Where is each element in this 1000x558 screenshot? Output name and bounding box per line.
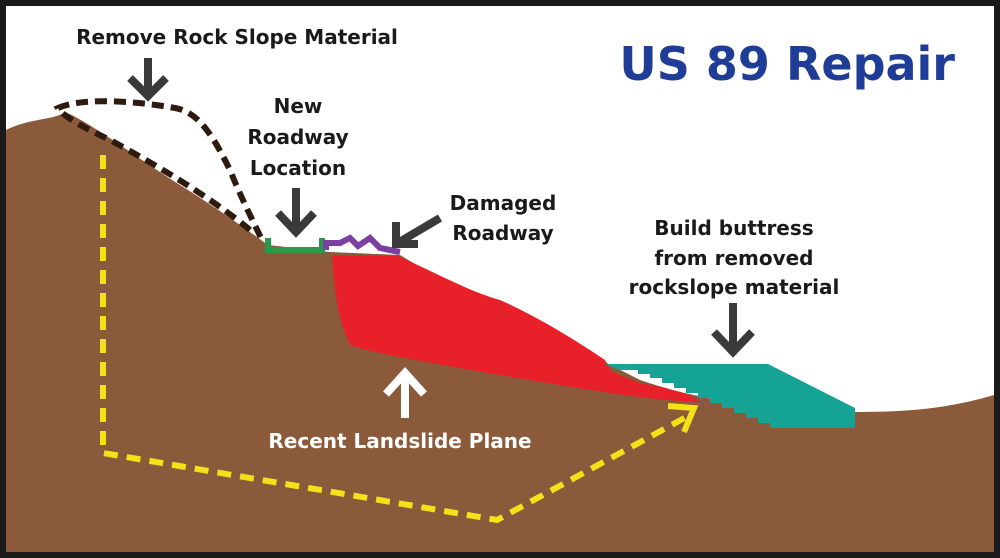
- cross-section-diagram: US 89 Repair Remove Rock Slope Material …: [6, 25, 994, 552]
- arrow-landslide-plane: [383, 367, 427, 418]
- arrow-damaged-roadway: [392, 214, 443, 248]
- label-buttress-line1: Build buttress: [654, 216, 813, 240]
- diagram-title: US 89 Repair: [619, 37, 955, 91]
- failure-path: [100, 155, 692, 524]
- label-remove-rock: Remove Rock Slope Material: [76, 25, 398, 49]
- label-new-roadway-line1: New: [274, 94, 323, 118]
- failure-path-arrowhead: [667, 403, 699, 434]
- landslide-mass: [332, 255, 700, 402]
- arrow-new-roadway: [275, 188, 317, 238]
- label-damaged-roadway-line1: Damaged: [450, 191, 557, 215]
- buttress: [605, 364, 855, 428]
- label-buttress-line2: from removed: [654, 246, 813, 270]
- arrow-remove-rock: [127, 58, 169, 102]
- rock-removal-outline: [53, 98, 265, 242]
- new-roadway: [265, 238, 325, 253]
- label-damaged-roadway-line2: Roadway: [452, 221, 553, 245]
- diagram-panel: US 89 Repair Remove Rock Slope Material …: [6, 6, 994, 552]
- label-landslide-plane: Recent Landslide Plane: [268, 429, 531, 453]
- label-buttress-line3: rockslope material: [629, 275, 840, 299]
- arrow-buttress: [711, 303, 755, 358]
- damaged-roadway: [323, 234, 401, 255]
- label-new-roadway-line3: Location: [250, 156, 346, 180]
- label-new-roadway-line2: Roadway: [247, 125, 348, 149]
